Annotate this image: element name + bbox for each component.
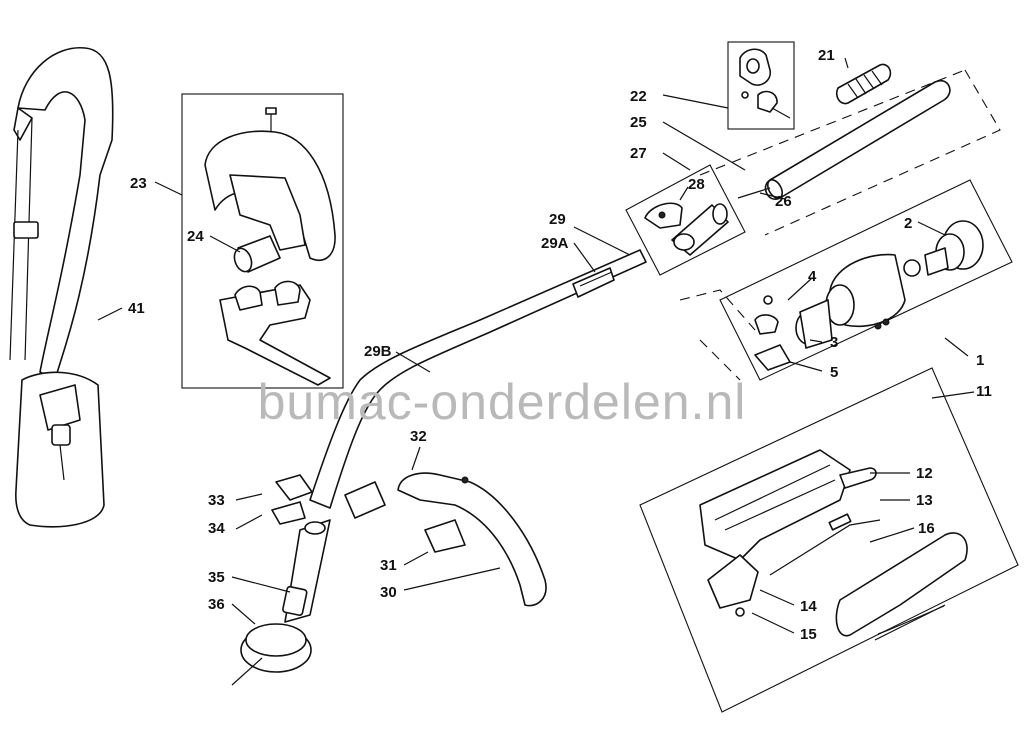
label-31: 31 [380,557,397,574]
label-16: 16 [918,520,935,537]
handle-assembly-box [181,93,344,389]
shoulder-harness [9,47,114,528]
label-21: 21 [818,47,835,64]
cutting-guard [344,472,547,607]
clamp-bracket-box [727,41,795,130]
label-22: 22 [630,88,647,105]
label-26: 26 [775,193,792,210]
label-35: 35 [208,569,225,586]
label-12: 12 [916,465,933,482]
label-27: 27 [630,145,647,162]
engine-throttle-box [639,367,1019,713]
label-28: 28 [688,176,705,193]
part-labels: 1 2 3 4 5 11 12 13 14 15 16 21 22 23 24 … [128,47,992,643]
label-25: 25 [630,114,647,131]
label-36: 36 [208,596,225,613]
coupling-box [625,164,746,276]
label-5: 5 [830,364,838,381]
gear-head-box [679,179,1013,381]
label-29: 29 [549,211,566,228]
label-2: 2 [904,215,912,232]
label-24: 24 [187,228,204,245]
foam-grip [835,63,892,105]
label-32: 32 [410,428,427,445]
label-3: 3 [830,334,838,351]
label-1: 1 [976,352,984,369]
label-29B: 29B [364,343,392,360]
label-11: 11 [976,383,992,400]
label-15: 15 [800,626,817,643]
label-34: 34 [208,520,225,537]
main-shaft [309,249,647,509]
shaft-box [699,69,1001,236]
label-4: 4 [808,268,817,285]
label-13: 13 [916,492,933,509]
label-41: 41 [128,300,145,317]
lower-drive [231,474,331,686]
watermark-text: bumac-onderdelen.nl [258,374,747,430]
label-30: 30 [380,584,397,601]
label-33: 33 [208,492,225,509]
label-14: 14 [800,598,817,615]
leader-lines [97,57,975,634]
label-23: 23 [130,175,147,192]
label-29A: 29A [541,235,569,252]
